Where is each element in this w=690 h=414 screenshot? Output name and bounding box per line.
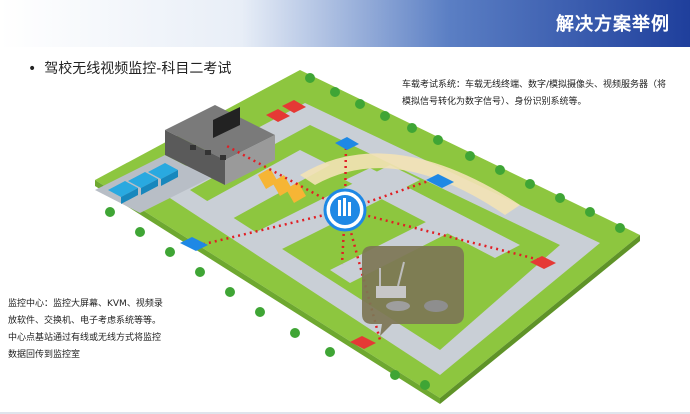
footer-divider [0, 412, 690, 414]
trees [105, 73, 625, 390]
vehicle-system-note: 车载考试系统：车载无线终端、数字/模拟摄像头、视频服务器（将模拟信号转化为数字信… [402, 80, 667, 107]
note-line: 数据回传到监控室 [8, 350, 81, 360]
cars [180, 100, 556, 349]
base-station-icon [323, 188, 367, 232]
bullet-icon: • [28, 61, 37, 77]
subtitle-text: 驾校无线视频监控-科目二考试 [44, 61, 232, 77]
note-line: 监控中心：监控大屏幕、KVM、视频录 [8, 299, 163, 309]
monitor-center-note: 监控中心：监控大屏幕、KVM、视频录 放软件、交换机、电子考虑系统等等。 中心点… [8, 296, 208, 364]
truck-group [108, 163, 178, 204]
ramp-zone [300, 153, 520, 215]
equipment-callout [362, 246, 464, 336]
header-bar: 解决方案举例 [0, 0, 690, 47]
note-line: 中心点基站通过有线或无线方式将监控 [8, 333, 162, 343]
monitoring-building [165, 105, 275, 185]
slide-subtitle: • 驾校无线视频监控-科目二考试 [28, 58, 231, 78]
page-title: 解决方案举例 [556, 14, 670, 35]
ground-edge [95, 180, 440, 404]
note-line: 放软件、交换机、电子考虑系统等等。 [8, 316, 162, 326]
